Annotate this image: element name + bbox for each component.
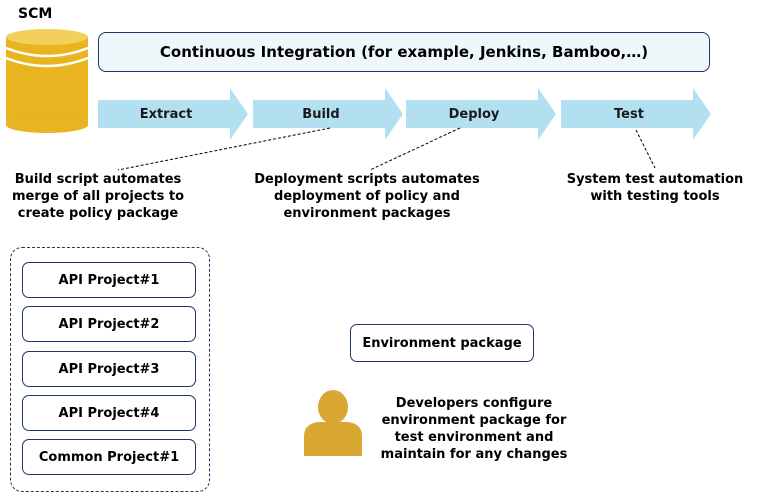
developers-note: Developers configure environment package…: [380, 396, 568, 462]
stage-arrow-build: Build: [253, 86, 403, 142]
deploy-note: Deployment scripts automates deployment …: [254, 172, 480, 221]
stage-arrow-deploy: Deploy: [406, 86, 556, 142]
build-note: Build script automates merge of all proj…: [12, 172, 184, 221]
ci-label: Continuous Integration (for example, Jen…: [159, 43, 649, 61]
person-icon: [304, 390, 362, 456]
projects-group: [10, 247, 210, 492]
stage-label: Extract: [139, 106, 193, 122]
project-box: API Project#1: [22, 262, 196, 298]
stage-arrow-extract: Extract: [98, 86, 248, 142]
environment-package-box: Environment package: [350, 324, 534, 362]
project-box: API Project#4: [22, 395, 196, 431]
project-box: API Project#3: [22, 351, 196, 387]
stage-label: Build: [302, 106, 340, 122]
stage-label: Deploy: [448, 106, 500, 122]
database-cylinder-icon: [5, 29, 89, 133]
project-box: Common Project#1: [22, 439, 196, 475]
stage-label: Test: [614, 106, 644, 122]
project-box: API Project#2: [22, 306, 196, 342]
continuous-integration-banner: Continuous Integration (for example, Jen…: [98, 32, 710, 72]
stage-arrow-test: Test: [561, 86, 711, 142]
test-note: System test automation with testing tool…: [566, 172, 744, 204]
scm-label: SCM: [18, 6, 53, 22]
